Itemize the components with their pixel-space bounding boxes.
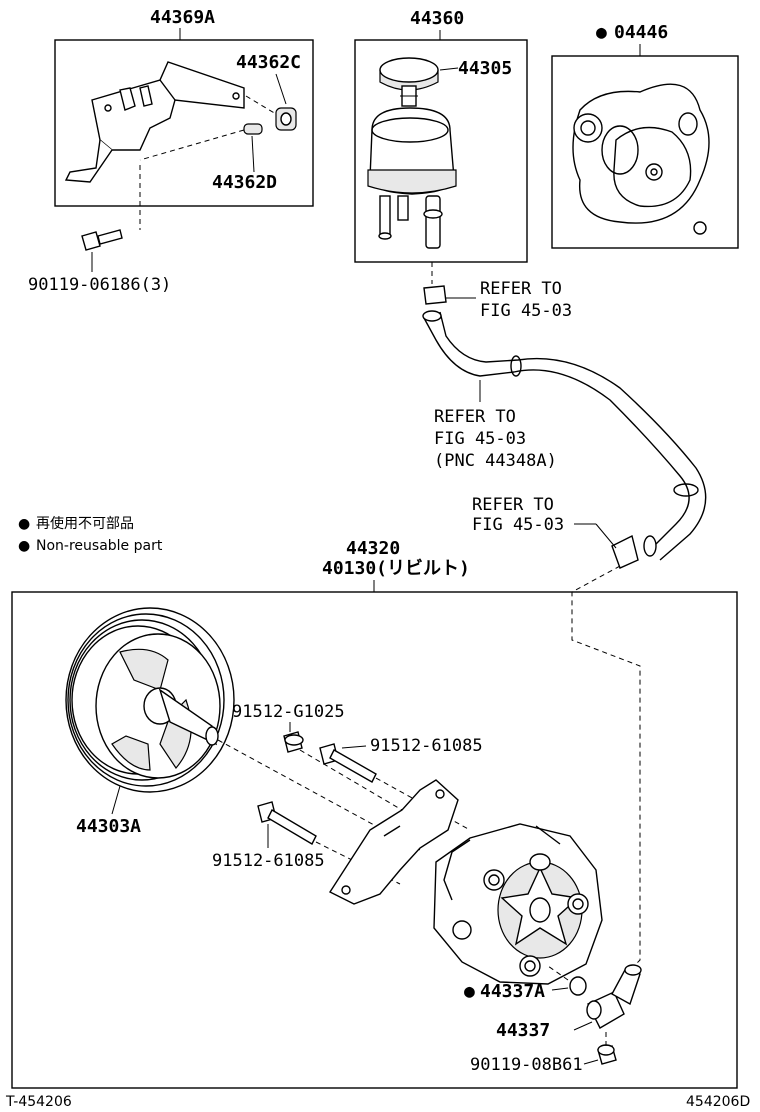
label-04446-bullet: ● <box>596 22 607 43</box>
reservoir-box <box>354 39 528 263</box>
pump-body-drawing <box>433 823 603 985</box>
legend-en: Non-reusable part <box>36 538 163 554</box>
label-90119-06186[interactable]: 90119-06186(3) <box>28 275 171 295</box>
bolt-90119-06186: 90119-06186(3) <box>28 165 171 295</box>
label-04446[interactable]: 04446 <box>614 22 668 43</box>
legend-bullet-2: ● <box>18 538 30 554</box>
reference-1: REFER TO FIG 45-03 <box>446 279 572 321</box>
ref1-line2[interactable]: FIG 45-03 <box>480 301 572 321</box>
footer-left-code: T-454206 <box>5 1094 72 1110</box>
cushion-d-drawing <box>139 123 263 161</box>
label-91512-61085-lower[interactable]: 91512-61085 <box>212 851 325 871</box>
hose-drawing <box>422 285 707 569</box>
label-44305[interactable]: 44305 <box>458 58 512 79</box>
label-44320[interactable]: 44320 <box>346 538 400 559</box>
bolt-61085-upper-drawing <box>319 743 471 831</box>
label-44362D[interactable]: 44362D <box>212 172 277 193</box>
hose-clamp-lower <box>611 534 639 569</box>
reservoir-cap-drawing <box>379 57 439 107</box>
hose-to-pump-dash <box>571 565 641 969</box>
label-44337[interactable]: 44337 <box>496 1020 550 1041</box>
pump-box <box>11 591 738 1089</box>
cushion-c-drawing <box>245 95 297 131</box>
label-44362C[interactable]: 44362C <box>236 52 301 73</box>
bolt-90119-08B61-drawing <box>597 1030 617 1065</box>
ref3-line2[interactable]: FIG 45-03 <box>472 515 564 535</box>
o-ring-drawing <box>547 965 587 996</box>
bracket-group: 44369A 44362C 44362D <box>54 7 314 207</box>
reservoir-tank-drawing <box>367 107 457 249</box>
label-44360[interactable]: 44360 <box>410 8 464 29</box>
bracket-box <box>54 39 314 207</box>
reference-3: REFER TO FIG 45-03 <box>472 495 617 549</box>
pulley-drawing <box>65 607 421 851</box>
bolt-g1025-drawing <box>283 731 437 831</box>
footer-right-code: 454206D <box>686 1094 750 1110</box>
label-44303A[interactable]: 44303A <box>76 816 141 837</box>
label-44337A-bullet: ● <box>464 981 475 1002</box>
hose-clamp-upper <box>423 285 447 305</box>
ref2-line2[interactable]: FIG 45-03 <box>434 429 526 449</box>
union-drawing <box>586 964 642 1029</box>
pump-bracket-drawing <box>328 779 459 905</box>
label-91512-61085-upper[interactable]: 91512-61085 <box>370 736 483 756</box>
ref1-line1[interactable]: REFER TO <box>480 279 562 299</box>
label-44337A[interactable]: 44337A <box>480 981 545 1002</box>
gasket-kit-group: ● 04446 <box>551 22 739 249</box>
legend-jp: 再使用不可部品 <box>36 515 134 532</box>
label-40130[interactable]: 40130(リビルト) <box>322 558 470 579</box>
gasket-kit-drawing <box>572 83 710 235</box>
ref2-line3[interactable]: (PNC 44348A) <box>434 451 557 471</box>
label-90119-08B61[interactable]: 90119-08B61 <box>470 1055 583 1075</box>
label-91512-G1025[interactable]: 91512-G1025 <box>232 702 345 722</box>
ref3-line1[interactable]: REFER TO <box>472 495 554 515</box>
label-44369A[interactable]: 44369A <box>150 7 215 28</box>
reservoir-group: 44360 44305 <box>354 8 528 284</box>
gasket-kit-box <box>551 55 739 249</box>
legend: ● 再使用不可部品 ● Non-reusable part <box>18 515 163 554</box>
legend-bullet-1: ● <box>18 516 30 532</box>
ref2-line1[interactable]: REFER TO <box>434 407 516 427</box>
bracket-drawing <box>64 61 245 183</box>
reference-2: REFER TO FIG 45-03 (PNC 44348A) <box>434 380 557 471</box>
